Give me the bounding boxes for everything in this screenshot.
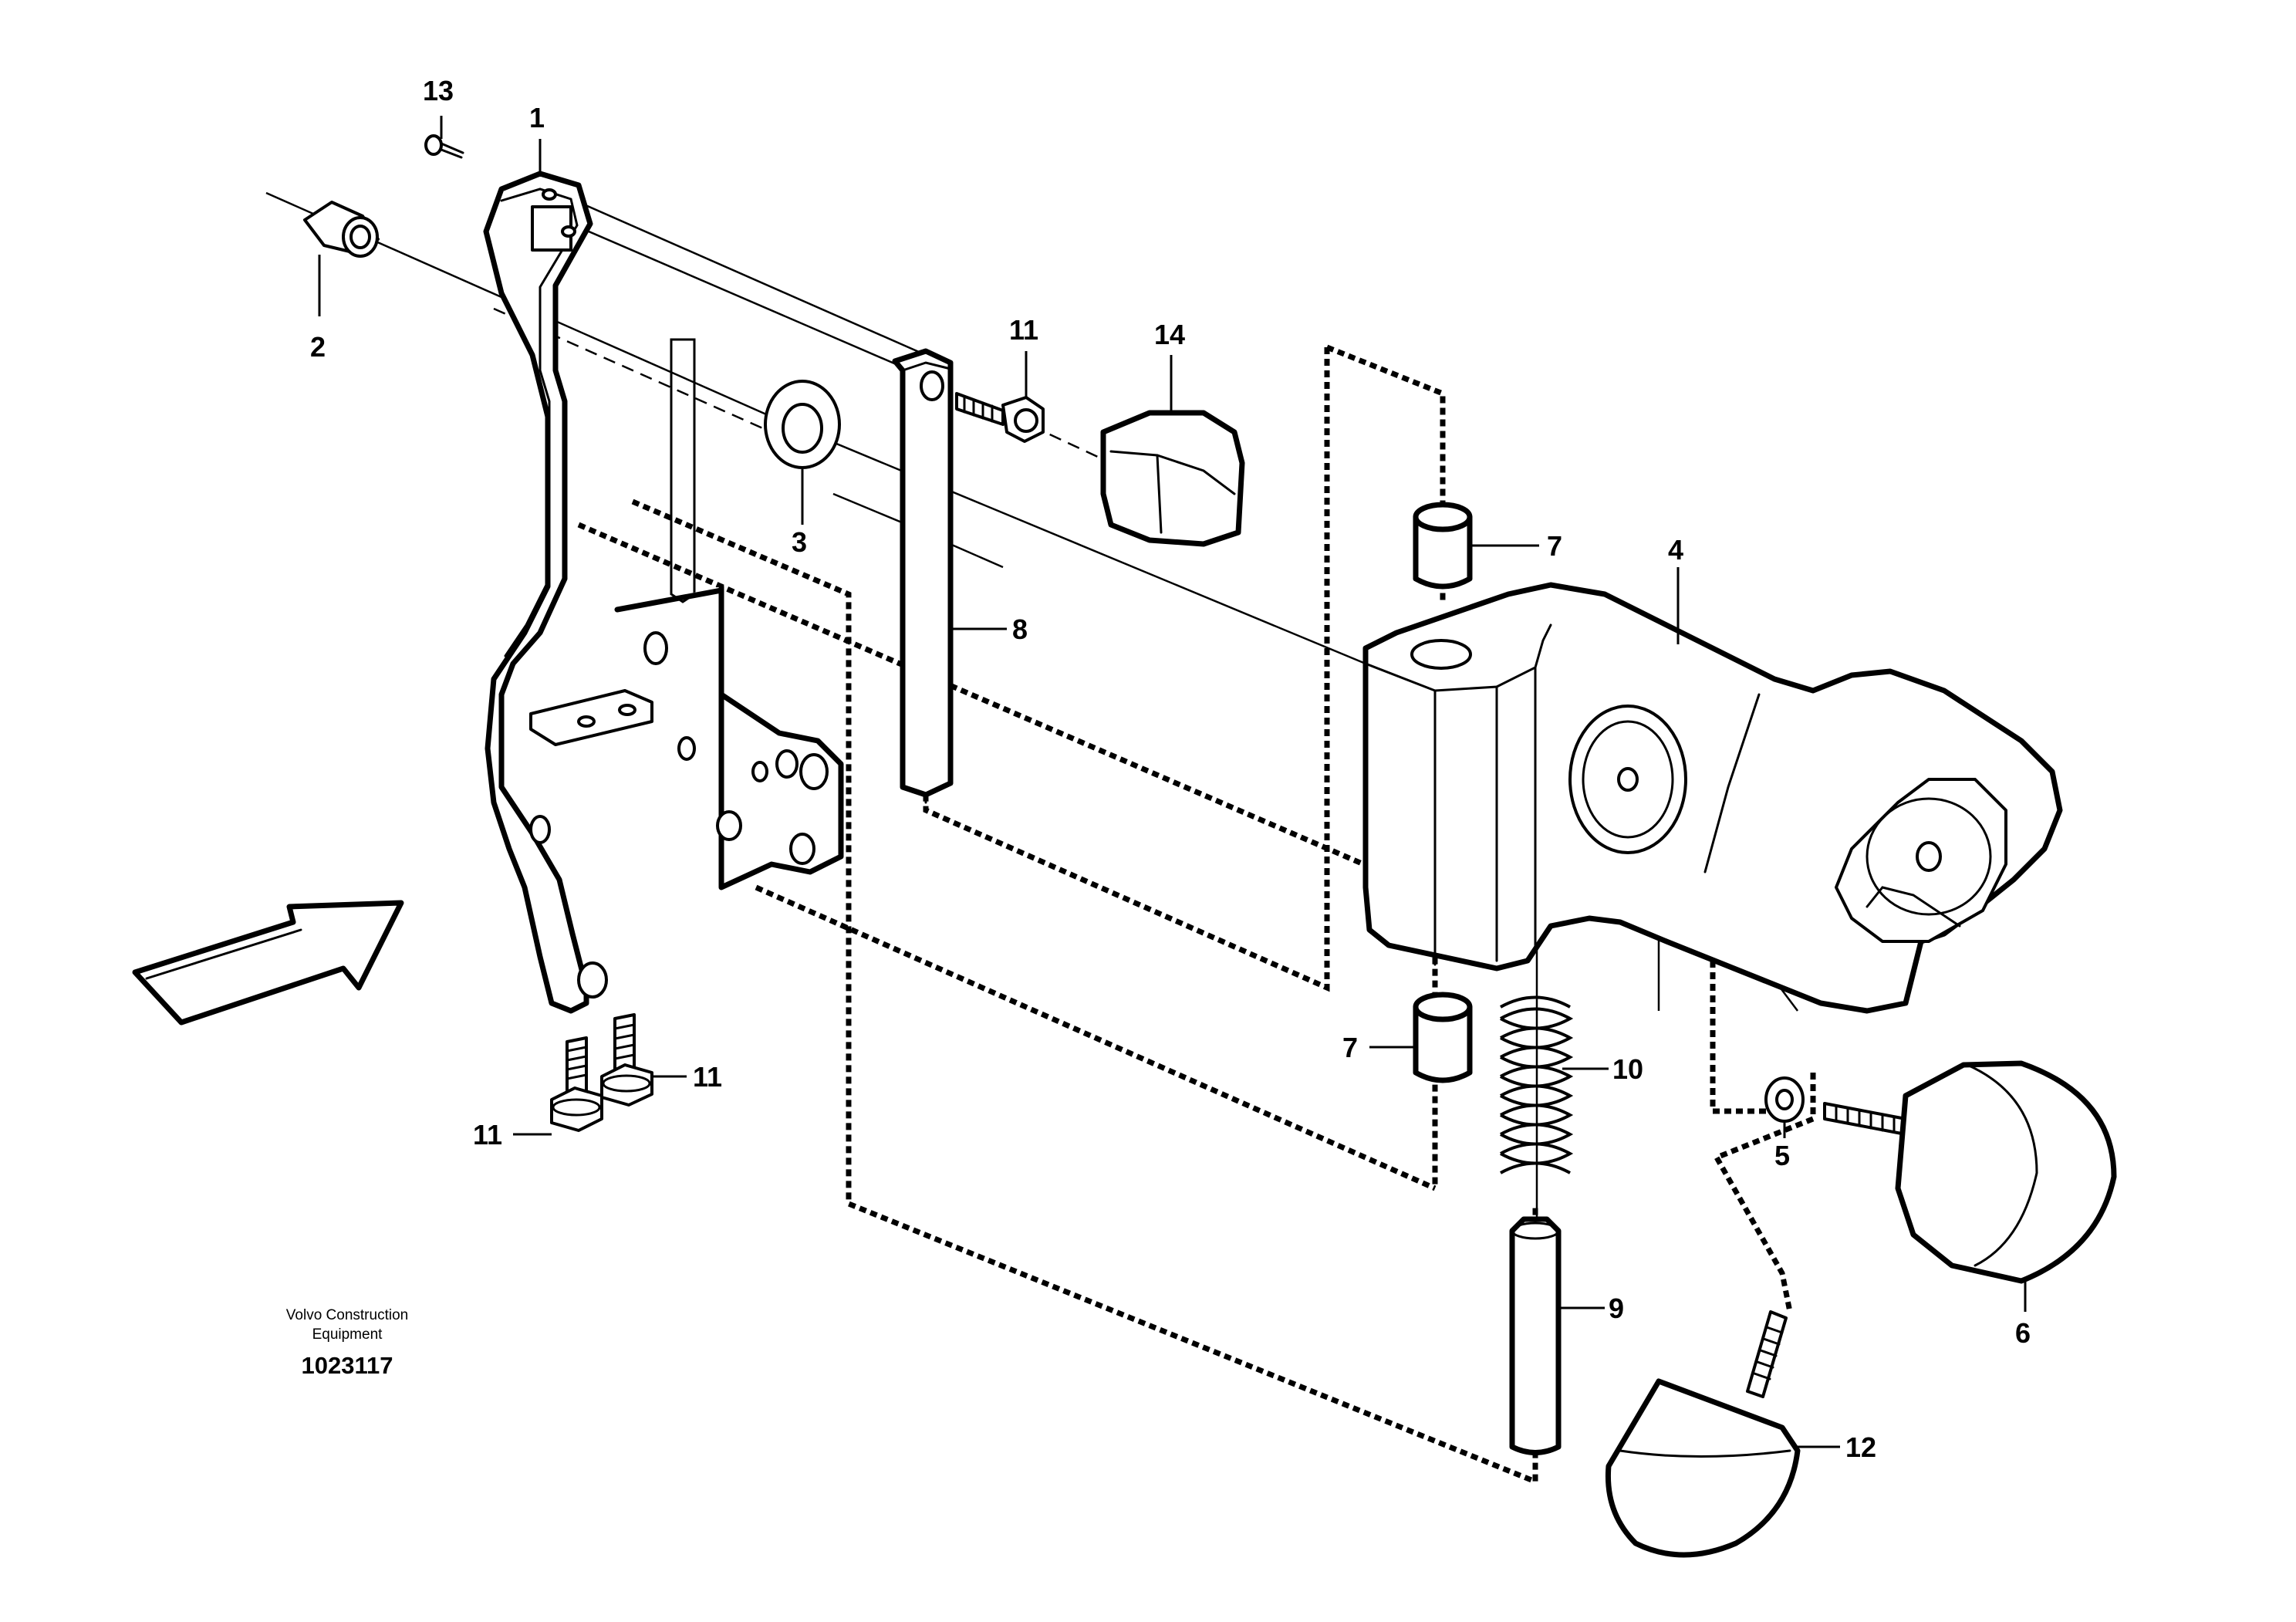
callout-11-left: 11 [473,1119,502,1151]
part-11-bolt-right [600,1013,653,1107]
part-7-bushing-bottom [1413,992,1473,1083]
caption-line-1: Volvo Construction [286,1307,408,1323]
callout-13: 13 [423,75,454,106]
view-direction-arrow-icon [132,900,404,1026]
callout-7-top: 7 [1547,530,1562,562]
assembly-dashed-lines [577,344,1816,1486]
part-3-washer [764,380,841,469]
part-6-knob [1823,1060,2117,1284]
part-13-screw [424,134,464,159]
part-2-nut [303,201,380,258]
part-14-cap [1100,410,1245,547]
callout-2: 2 [310,331,326,363]
callout-11-right: 11 [693,1061,722,1093]
part-5-washer [1764,1076,1805,1123]
callout-6: 6 [2015,1317,2031,1349]
leader-lines [318,116,2027,1448]
part-7-bushing-top [1413,502,1473,590]
part-9-pin [1509,1216,1562,1455]
callout-4: 4 [1668,534,1683,566]
part-8-rod [892,348,954,804]
part-11-bolt-left [550,1036,603,1132]
callouts: 1 13 2 3 8 11 14 7 4 7 10 5 6 9 12 11 11 [310,75,2031,1463]
callout-7-bottom: 7 [1342,1032,1358,1063]
callout-1: 1 [529,102,545,133]
callout-10: 10 [1612,1053,1643,1085]
callout-9: 9 [1609,1293,1624,1324]
callout-3: 3 [792,526,807,558]
callout-5: 5 [1774,1140,1790,1171]
caption-line-2: Equipment [312,1326,383,1343]
callout-14: 14 [1154,319,1185,350]
part-12-knob [1605,1310,1801,1558]
part-10-spring [1500,995,1574,1174]
callout-11-top: 11 [1009,314,1038,346]
illustration-number: 1023117 [302,1352,393,1379]
callout-12: 12 [1845,1431,1876,1463]
part-11-bolt-top [955,392,1045,443]
callout-8: 8 [1012,613,1028,645]
part-4-lever-arm [1362,582,2063,1014]
publisher-caption: Volvo Construction Equipment 1023117 [286,1307,408,1379]
part-1-main-bracket [483,171,696,1014]
mounting-plate [529,583,844,890]
